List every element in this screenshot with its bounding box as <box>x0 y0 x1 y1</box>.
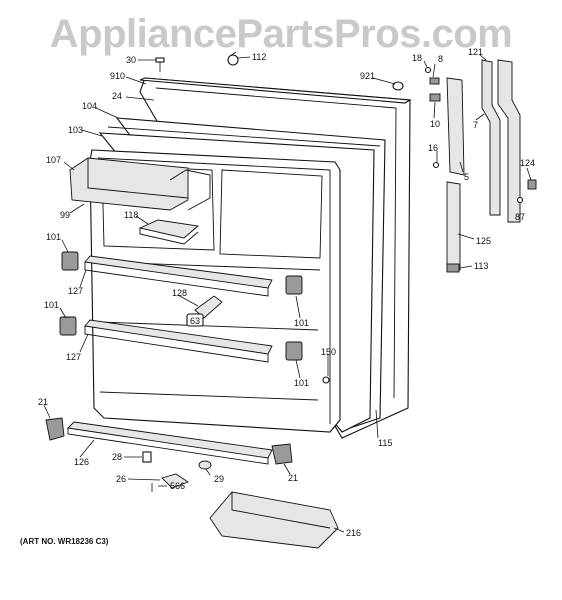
part-label: 63 <box>190 316 200 326</box>
part-label: 115 <box>378 438 392 448</box>
part-label: 5 <box>464 172 469 182</box>
part-label: 99 <box>60 210 70 220</box>
part-label: 112 <box>252 52 266 62</box>
part-label: 8 <box>438 54 443 64</box>
part-label: 113 <box>474 261 488 271</box>
part-label: 7 <box>473 120 478 130</box>
bottom-trim <box>45 417 293 465</box>
part-label: 29 <box>214 474 224 484</box>
part-label: 126 <box>74 457 89 467</box>
part-label: 124 <box>520 158 535 168</box>
part-label: 87 <box>515 212 525 222</box>
part-label: 101 <box>44 300 59 310</box>
part-label: 118 <box>124 210 138 220</box>
dairy-compartment <box>69 157 211 211</box>
part-label: 566 <box>170 481 185 491</box>
door-shelf-upper <box>84 255 273 297</box>
art-number: (ART NO. WR18236 C3) <box>20 537 109 546</box>
watermark: AppliancePartsPros.com <box>49 12 513 56</box>
part-label: 107 <box>46 155 61 165</box>
small-parts <box>142 51 537 492</box>
part-label: 128 <box>172 288 187 298</box>
door-shelf-lower <box>84 319 273 363</box>
part-label: 127 <box>66 352 81 362</box>
part-label: 921 <box>360 71 375 81</box>
part-label: 127 <box>68 286 83 296</box>
door-bin <box>209 491 339 549</box>
part-label: 104 <box>82 101 97 111</box>
part-label: 10 <box>430 119 440 129</box>
part-label: 150 <box>321 347 336 357</box>
part-label: 216 <box>346 528 361 538</box>
tray <box>138 219 200 245</box>
part-label: 101 <box>46 232 61 242</box>
part-label: 30 <box>126 55 136 65</box>
part-label: 101 <box>294 318 309 328</box>
part-label: 910 <box>110 71 125 81</box>
part-label: 21 <box>288 473 298 483</box>
part-label: 121 <box>468 47 483 57</box>
leader-lines <box>43 54 532 533</box>
shelf-supports <box>59 251 303 361</box>
part-labels: 30 112 910 24 921 18 8 121 10 7 104 103 … <box>38 47 535 538</box>
part-label: 28 <box>112 452 122 462</box>
part-label: 16 <box>428 143 438 153</box>
part-label: 24 <box>112 91 122 101</box>
part-label: 103 <box>68 125 83 135</box>
part-label: 18 <box>412 53 422 63</box>
part-label: 101 <box>294 378 309 388</box>
part-label: 26 <box>116 474 126 484</box>
shelf-bracket <box>186 295 223 327</box>
part-label: 21 <box>38 397 48 407</box>
part-label: 125 <box>476 236 491 246</box>
